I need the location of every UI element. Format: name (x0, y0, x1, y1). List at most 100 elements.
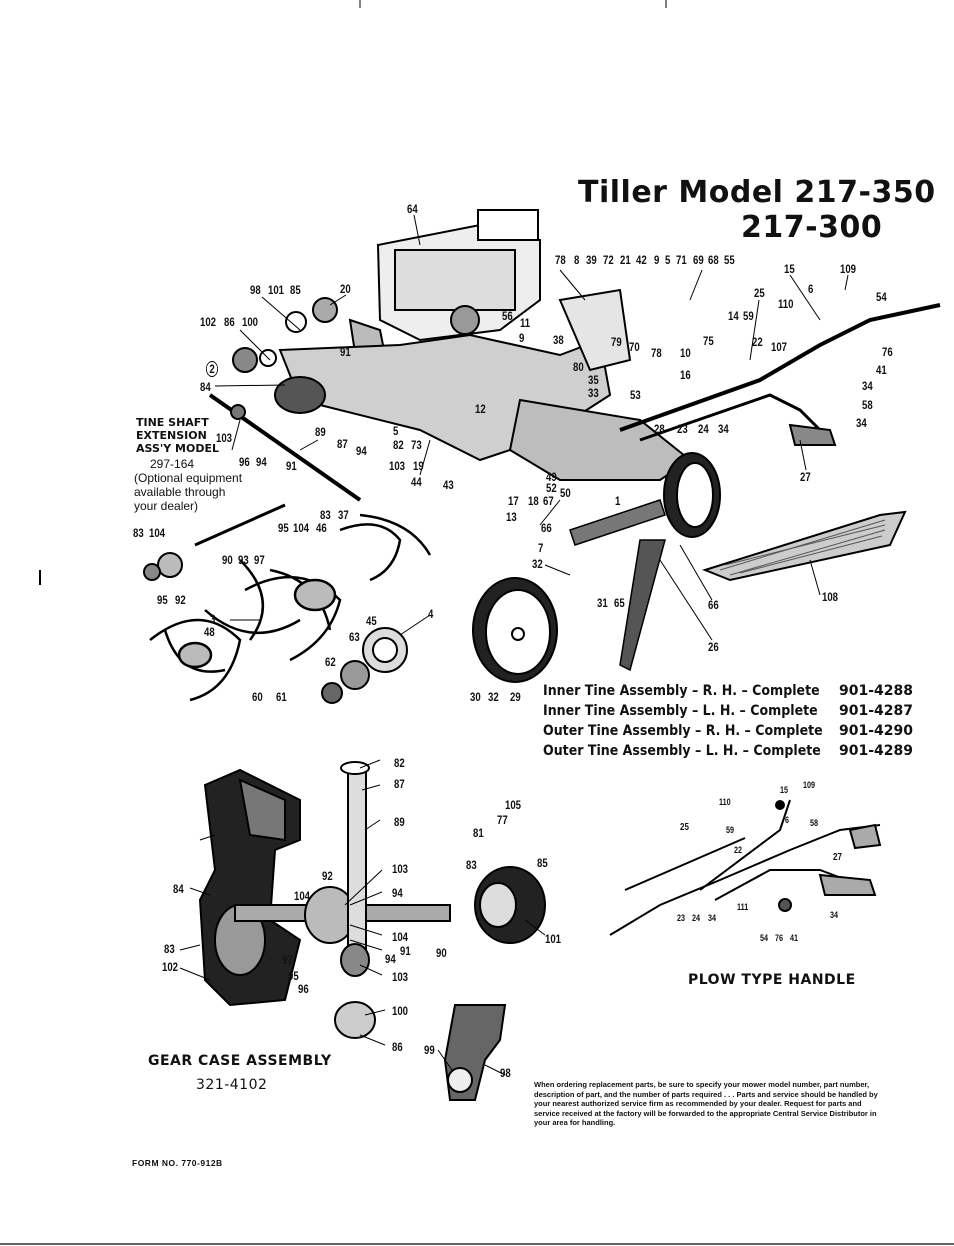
callout-34b: 34 (856, 416, 867, 430)
form-number: FORM NO. 770-912B (132, 1158, 223, 1168)
tse-line1: TINE SHAFT (136, 416, 209, 429)
callout-85: 85 (290, 283, 301, 297)
callout-gc-102: 102 (162, 960, 179, 974)
callout-69: 69 (693, 253, 704, 267)
tine-part-no: 901-4290 (839, 723, 913, 739)
tine-desc: Outer Tine Assembly – R. H. – Complete (543, 723, 823, 739)
callout-52: 52 (546, 481, 557, 495)
callout-65: 65 (614, 596, 625, 610)
callout-66: 66 (541, 521, 552, 535)
callout-32: 32 (532, 557, 543, 571)
callout-98b: 98 (500, 1066, 511, 1080)
callout-gc-103: 103 (392, 862, 409, 876)
callout-109: 109 (840, 262, 857, 276)
callout-ph-76: 76 (775, 933, 784, 943)
tine-part-no: 901-4287 (839, 703, 913, 719)
callout-99: 99 (424, 1043, 435, 1057)
list-item: Outer Tine Assembly – R. H. – Complete 90… (543, 721, 913, 741)
callout-ph-34: 34 (708, 913, 717, 923)
callout-1: 1 (615, 494, 621, 508)
callout-29: 29 (510, 690, 521, 704)
callout-ph-111: 111 (737, 902, 749, 912)
shield-plate (443, 1004, 507, 1101)
callout-93: 93 (238, 553, 249, 567)
gear-case-illustration (198, 761, 451, 1039)
callout-28: 28 (654, 422, 665, 436)
callout-27: 27 (800, 470, 811, 484)
callout-gc-104: 104 (294, 889, 311, 903)
callout-49: 49 (546, 470, 557, 484)
tine-shaft-extension-label: TINE SHAFT EXTENSION ASS'Y MODEL (136, 416, 219, 455)
callout-13: 13 (506, 510, 517, 524)
callout-101: 101 (268, 283, 285, 297)
callout-gc-103b: 103 (392, 970, 409, 984)
callout-104: 104 (293, 521, 310, 535)
callout-70: 70 (629, 340, 640, 354)
callout-gc-91: 91 (400, 944, 411, 958)
callout-2: 2 (206, 361, 218, 377)
callout-78b: 78 (651, 346, 662, 360)
callout-66b: 66 (708, 598, 719, 612)
callout-78: 78 (555, 253, 566, 267)
callout-60: 60 (252, 690, 263, 704)
callout-43: 43 (443, 478, 454, 492)
page-subtitle-model: 217-300 (741, 210, 883, 245)
callout-gc-87: 87 (394, 777, 405, 791)
callout-38: 38 (553, 333, 564, 347)
callout-71: 71 (676, 253, 687, 267)
callout-ph-15: 15 (780, 785, 789, 795)
callout-91b: 91 (286, 459, 297, 473)
callout-90: 90 (222, 553, 233, 567)
hub-parts (143, 297, 408, 704)
callout-45: 45 (366, 614, 377, 628)
callout-gc-104b: 104 (392, 930, 409, 944)
callout-75: 75 (703, 334, 714, 348)
depth-bar (619, 539, 666, 672)
callout-105: 105 (505, 798, 522, 812)
tine-desc: Inner Tine Assembly – R. H. – Complete (543, 683, 820, 699)
tine-shield (702, 510, 907, 582)
page-title: Tiller Model 217-350 (578, 175, 936, 210)
callout-gc-83b: 83 (466, 858, 477, 872)
callout-ph-6: 6 (785, 815, 790, 825)
callout-68: 68 (708, 253, 719, 267)
tse-model: 297-164 (150, 457, 195, 471)
callout-108: 108 (822, 590, 839, 604)
callout-gc-86: 86 (392, 1040, 403, 1054)
callout-22: 22 (752, 335, 763, 349)
callout-gc-96: 96 (298, 982, 309, 996)
callout-ph-25: 25 (680, 822, 689, 833)
handle-assembly (619, 303, 941, 446)
callout-89: 89 (315, 425, 326, 439)
callout-7: 7 (538, 541, 544, 555)
callout-61: 61 (276, 690, 287, 704)
callout-94b: 94 (256, 455, 267, 469)
callout-73: 73 (411, 438, 422, 452)
callout-4: 4 (428, 607, 434, 621)
callout-42: 42 (636, 253, 647, 267)
callout-gc-82: 82 (394, 756, 405, 770)
callout-ph-109: 109 (803, 780, 816, 790)
tse-note2: available through (134, 485, 226, 499)
callout-25: 25 (754, 286, 765, 300)
callout-gc-83: 83 (164, 942, 175, 956)
callout-ph-59: 59 (726, 825, 735, 835)
callout-19: 19 (413, 459, 424, 473)
callout-104b: 104 (149, 526, 166, 540)
tiller-frame (278, 288, 692, 481)
callout-58: 58 (862, 398, 873, 412)
tine-shaft (194, 503, 286, 547)
callout-34: 34 (862, 379, 873, 393)
callout-100: 100 (242, 315, 259, 329)
callout-37: 37 (338, 508, 349, 522)
callout-gc-97: 97 (282, 953, 293, 967)
callout-41: 41 (876, 363, 887, 377)
callout-79: 79 (611, 335, 622, 349)
leader-lines (179, 214, 849, 1076)
tine-part-no: 901-4289 (839, 743, 913, 759)
callout-53: 53 (630, 388, 641, 402)
callout-3: 3 (210, 612, 216, 626)
callout-81: 81 (473, 826, 484, 840)
